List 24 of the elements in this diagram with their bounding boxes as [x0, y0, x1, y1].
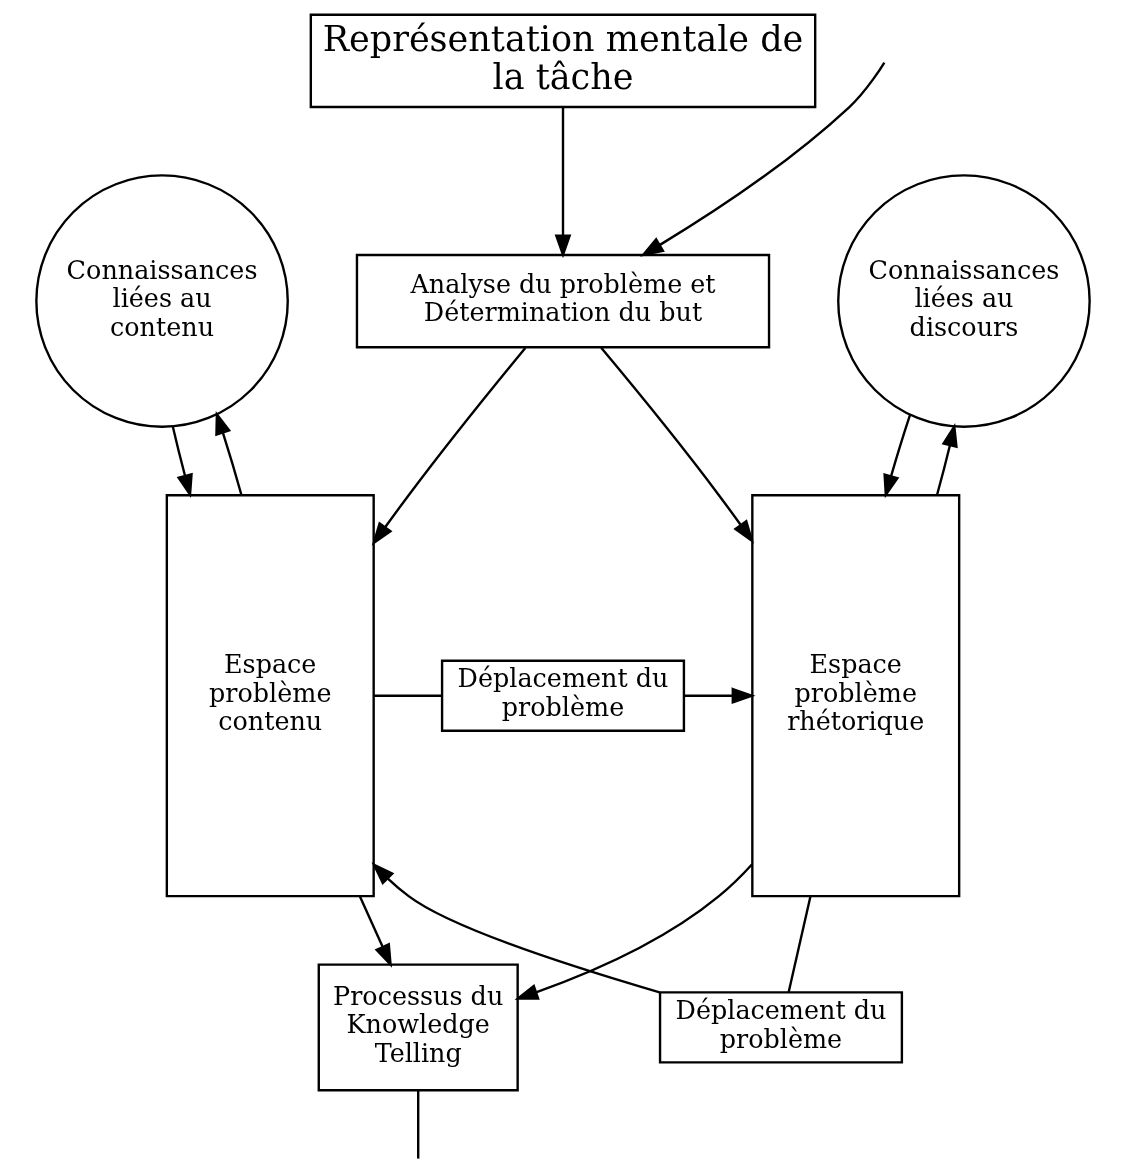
node-box: Processus du Knowledge Telling: [317, 963, 519, 1092]
node-box: Espace problème contenu: [165, 494, 375, 898]
arrow: [371, 862, 660, 994]
node-box: Représentation mentale de la tâche: [309, 13, 817, 109]
arrow: [554, 107, 572, 259]
connector: [417, 1090, 420, 1159]
node-box: Espace problème rhétorique: [751, 494, 961, 898]
node-box: Déplacement du problème: [658, 991, 904, 1064]
arrow: [358, 895, 393, 968]
node-circle: Connaissances liées au discours: [837, 174, 1091, 428]
arrow: [640, 61, 886, 257]
node-box: Analyse du problème et Détermination du but: [355, 253, 771, 349]
arrow: [171, 426, 193, 499]
connector: [787, 896, 812, 993]
arrow: [684, 687, 756, 705]
arrow: [936, 423, 958, 495]
arrow: [883, 414, 912, 499]
arrow: [600, 347, 755, 544]
arrow: [514, 863, 753, 1000]
connector: [373, 694, 442, 697]
arrow: [371, 347, 527, 546]
arrow: [215, 410, 243, 496]
node-box: Déplacement du problème: [440, 659, 686, 732]
node-circle: Connaissances liées au contenu: [35, 174, 289, 428]
